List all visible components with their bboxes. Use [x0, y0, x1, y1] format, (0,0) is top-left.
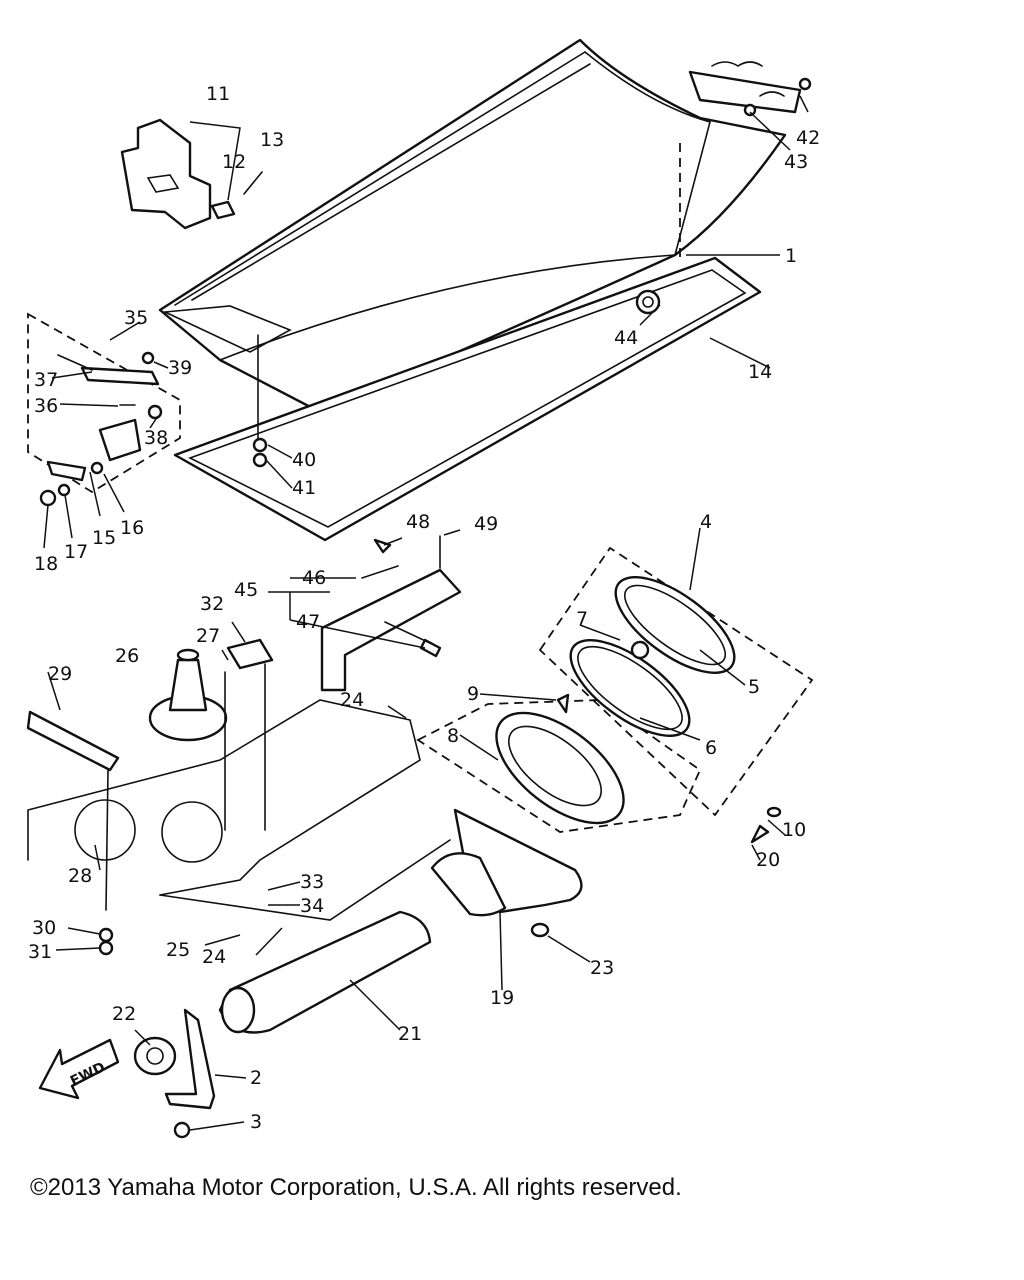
leader-lines [43, 95, 809, 1131]
nut-44 [635, 289, 661, 315]
small-fasteners [39, 334, 268, 507]
callout-6: 6 [705, 737, 717, 759]
callout-38: 38 [144, 427, 168, 449]
rubber-boot [148, 648, 228, 742]
callout-41: 41 [292, 477, 316, 499]
forward-direction-arrow: FWD [38, 1038, 120, 1100]
callout-47: 47 [296, 611, 320, 633]
callout-39: 39 [168, 357, 192, 379]
callout-23: 23 [590, 957, 614, 979]
callout-13: 13 [260, 129, 284, 151]
callout-17: 17 [64, 541, 88, 563]
callout-4: 4 [700, 511, 712, 533]
callout-1: 1 [785, 245, 797, 267]
callout-31: 31 [28, 941, 52, 963]
callout-21: 21 [398, 1023, 422, 1045]
callout-8: 8 [447, 725, 459, 747]
hinge-spring-assembly [688, 61, 812, 117]
callout-44: 44 [614, 327, 638, 349]
callout-27: 27 [196, 625, 220, 647]
callout-26: 26 [115, 645, 139, 667]
callout-20: 20 [756, 849, 780, 871]
callout-19: 19 [490, 987, 514, 1009]
latch-bracket-group [27, 312, 181, 494]
callout-40: 40 [292, 449, 316, 471]
callout-42: 42 [796, 127, 820, 149]
callout-35: 35 [124, 307, 148, 329]
callout-29: 29 [48, 663, 72, 685]
callout-28: 28 [68, 865, 92, 887]
callout-30: 30 [32, 917, 56, 939]
callout-32: 32 [200, 593, 224, 615]
copyright-notice: ©2013 Yamaha Motor Corporation, U.S.A. A… [30, 1174, 682, 1201]
lower-bracket [133, 1008, 216, 1139]
callout-45: 45 [234, 579, 258, 601]
muffler-cylinder [218, 910, 432, 1034]
bolts-and-screws [530, 693, 782, 938]
callout-37: 37 [34, 369, 58, 391]
callout-16: 16 [120, 517, 144, 539]
callout-14: 14 [748, 361, 772, 383]
callout-24-a: 24 [340, 689, 364, 711]
callout-43: 43 [784, 151, 808, 173]
callout-11: 11 [206, 83, 230, 105]
hull-deck [27, 699, 451, 921]
callout-12: 12 [222, 151, 246, 173]
mounting-bracket [320, 535, 462, 692]
fan-cover [538, 546, 814, 817]
hood-seal-gasket [173, 256, 762, 542]
callout-22: 22 [112, 1003, 136, 1025]
callout-18: 18 [34, 553, 58, 575]
cover-plate-assembly [120, 118, 263, 230]
callout-34: 34 [300, 895, 324, 917]
callout-10: 10 [782, 819, 806, 841]
flange-and-gasket [416, 639, 702, 833]
callout-25: 25 [166, 939, 190, 961]
callout-15: 15 [92, 527, 116, 549]
callout-2: 2 [250, 1067, 262, 1089]
fan-housing [430, 808, 583, 917]
callout-36: 36 [34, 395, 58, 417]
callout-33: 33 [300, 871, 324, 893]
strap-plate [26, 710, 120, 956]
callout-49: 49 [474, 513, 498, 535]
callout-9: 9 [467, 683, 479, 705]
callout-48: 48 [406, 511, 430, 533]
switch-part [224, 638, 274, 831]
callout-5: 5 [748, 676, 760, 698]
callout-3: 3 [250, 1111, 262, 1133]
exploded-parts-diagram: FWD [26, 38, 820, 1139]
callout-24-b: 24 [202, 946, 226, 968]
callout-46: 46 [302, 567, 326, 589]
callout-numbers: 1 2 3 4 5 6 7 8 9 10 11 12 13 14 15 16 1… [28, 83, 820, 1133]
callout-7: 7 [576, 608, 588, 630]
